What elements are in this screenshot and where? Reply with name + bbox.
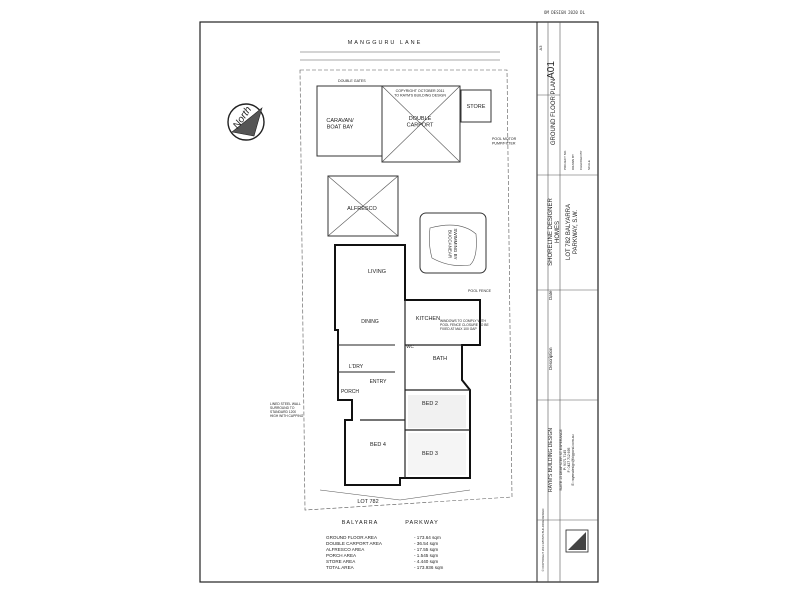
room-living: LIVING [368,269,386,275]
area-value: - 17.55 sqm [414,547,438,552]
area-value: - 36.54 sqm [414,541,438,546]
firm-logo-icon [565,529,589,553]
area-value: - 173.64 sqm [414,535,441,540]
title-desc-label: Description [548,347,553,370]
title-client: SHORELINE DESIGNERHOMES [548,197,561,265]
title-size: A3 [538,45,543,51]
room-caravan: CARAVAN/BOAT BAY [326,118,354,131]
room-alfresco: ALFRESCO [347,206,377,212]
title-sheet-no: A01 [546,61,557,79]
header-ref: OM DESIGN 2020 DL [544,10,586,15]
room-bed4: BED 4 [370,442,386,448]
label-project: PROJECT NO. [563,150,567,170]
room-wc: WC [406,344,414,349]
label-drawn: DRAWN BY [571,154,575,170]
title-firm-lines: SUITE 15 DEMPSTER ST ESPERANCEP: 9071 71… [559,428,575,490]
room-store: STORE [467,104,486,110]
area-label: ALFRESCO AREA [326,547,365,552]
room-bed3: BED 3 [422,451,438,457]
lot-boundary [299,69,513,511]
room-entry: ENTRY [370,379,388,385]
label-scale: SCALE [587,160,591,170]
room-swimming: SWIMMING BYBUCCANEAR [448,228,458,259]
street-bottom-left: BALYARRA [342,520,379,526]
sheet-border [199,21,599,583]
room-dining: DINING [361,319,379,325]
area-label: STORE AREA [326,559,356,564]
title-sheet-title: GROUND FLOOR PLAN [551,79,557,145]
note-pool-fence: POOL FENCE [468,289,492,293]
carport-structure [316,85,492,163]
pool [419,212,487,274]
house-walls [334,244,481,486]
area-value: - 1.545 sqm [414,553,438,558]
title-firm: RAYM'S BUILDING DESIGN [548,428,554,492]
street-top: MANGGURU LANE [348,40,423,46]
area-value: - 4.440 sqm [414,559,438,564]
north-compass: North [227,103,265,141]
title-block: GROUND FLOOR PLAN A01 A3 SHORELINE DESIG… [537,22,598,582]
area-label: TOTAL AREA [326,565,355,570]
area-label: GROUND FLOOR AREA [326,535,378,540]
area-label: DOUBLE CARPORT AREA [326,541,383,546]
street-bottom-right: PARKWAY [405,520,439,526]
room-kitchen: KITCHEN [416,316,440,322]
area-label: PORCH AREA [326,553,357,558]
room-bed2: BED 2 [422,401,438,407]
room-bath: BATH [433,356,447,362]
note-double-gates: DOUBLE GATES [338,79,366,83]
room-l-dry: L'DRY [349,364,364,370]
title-project: LOT 782 BALYARRAPARKWAY, S.W. [566,204,579,260]
area-value: - 173.936 sqm [414,565,444,570]
label-checked: CHECKED BY [579,150,583,170]
lot-label: LOT 782 [357,499,378,505]
title-copyright: © COPYRIGHT 2011 RAYM'S BUILDING DESIGN [541,509,545,572]
room-porch: PORCH [341,389,359,395]
title-date-label: Date [548,290,553,300]
